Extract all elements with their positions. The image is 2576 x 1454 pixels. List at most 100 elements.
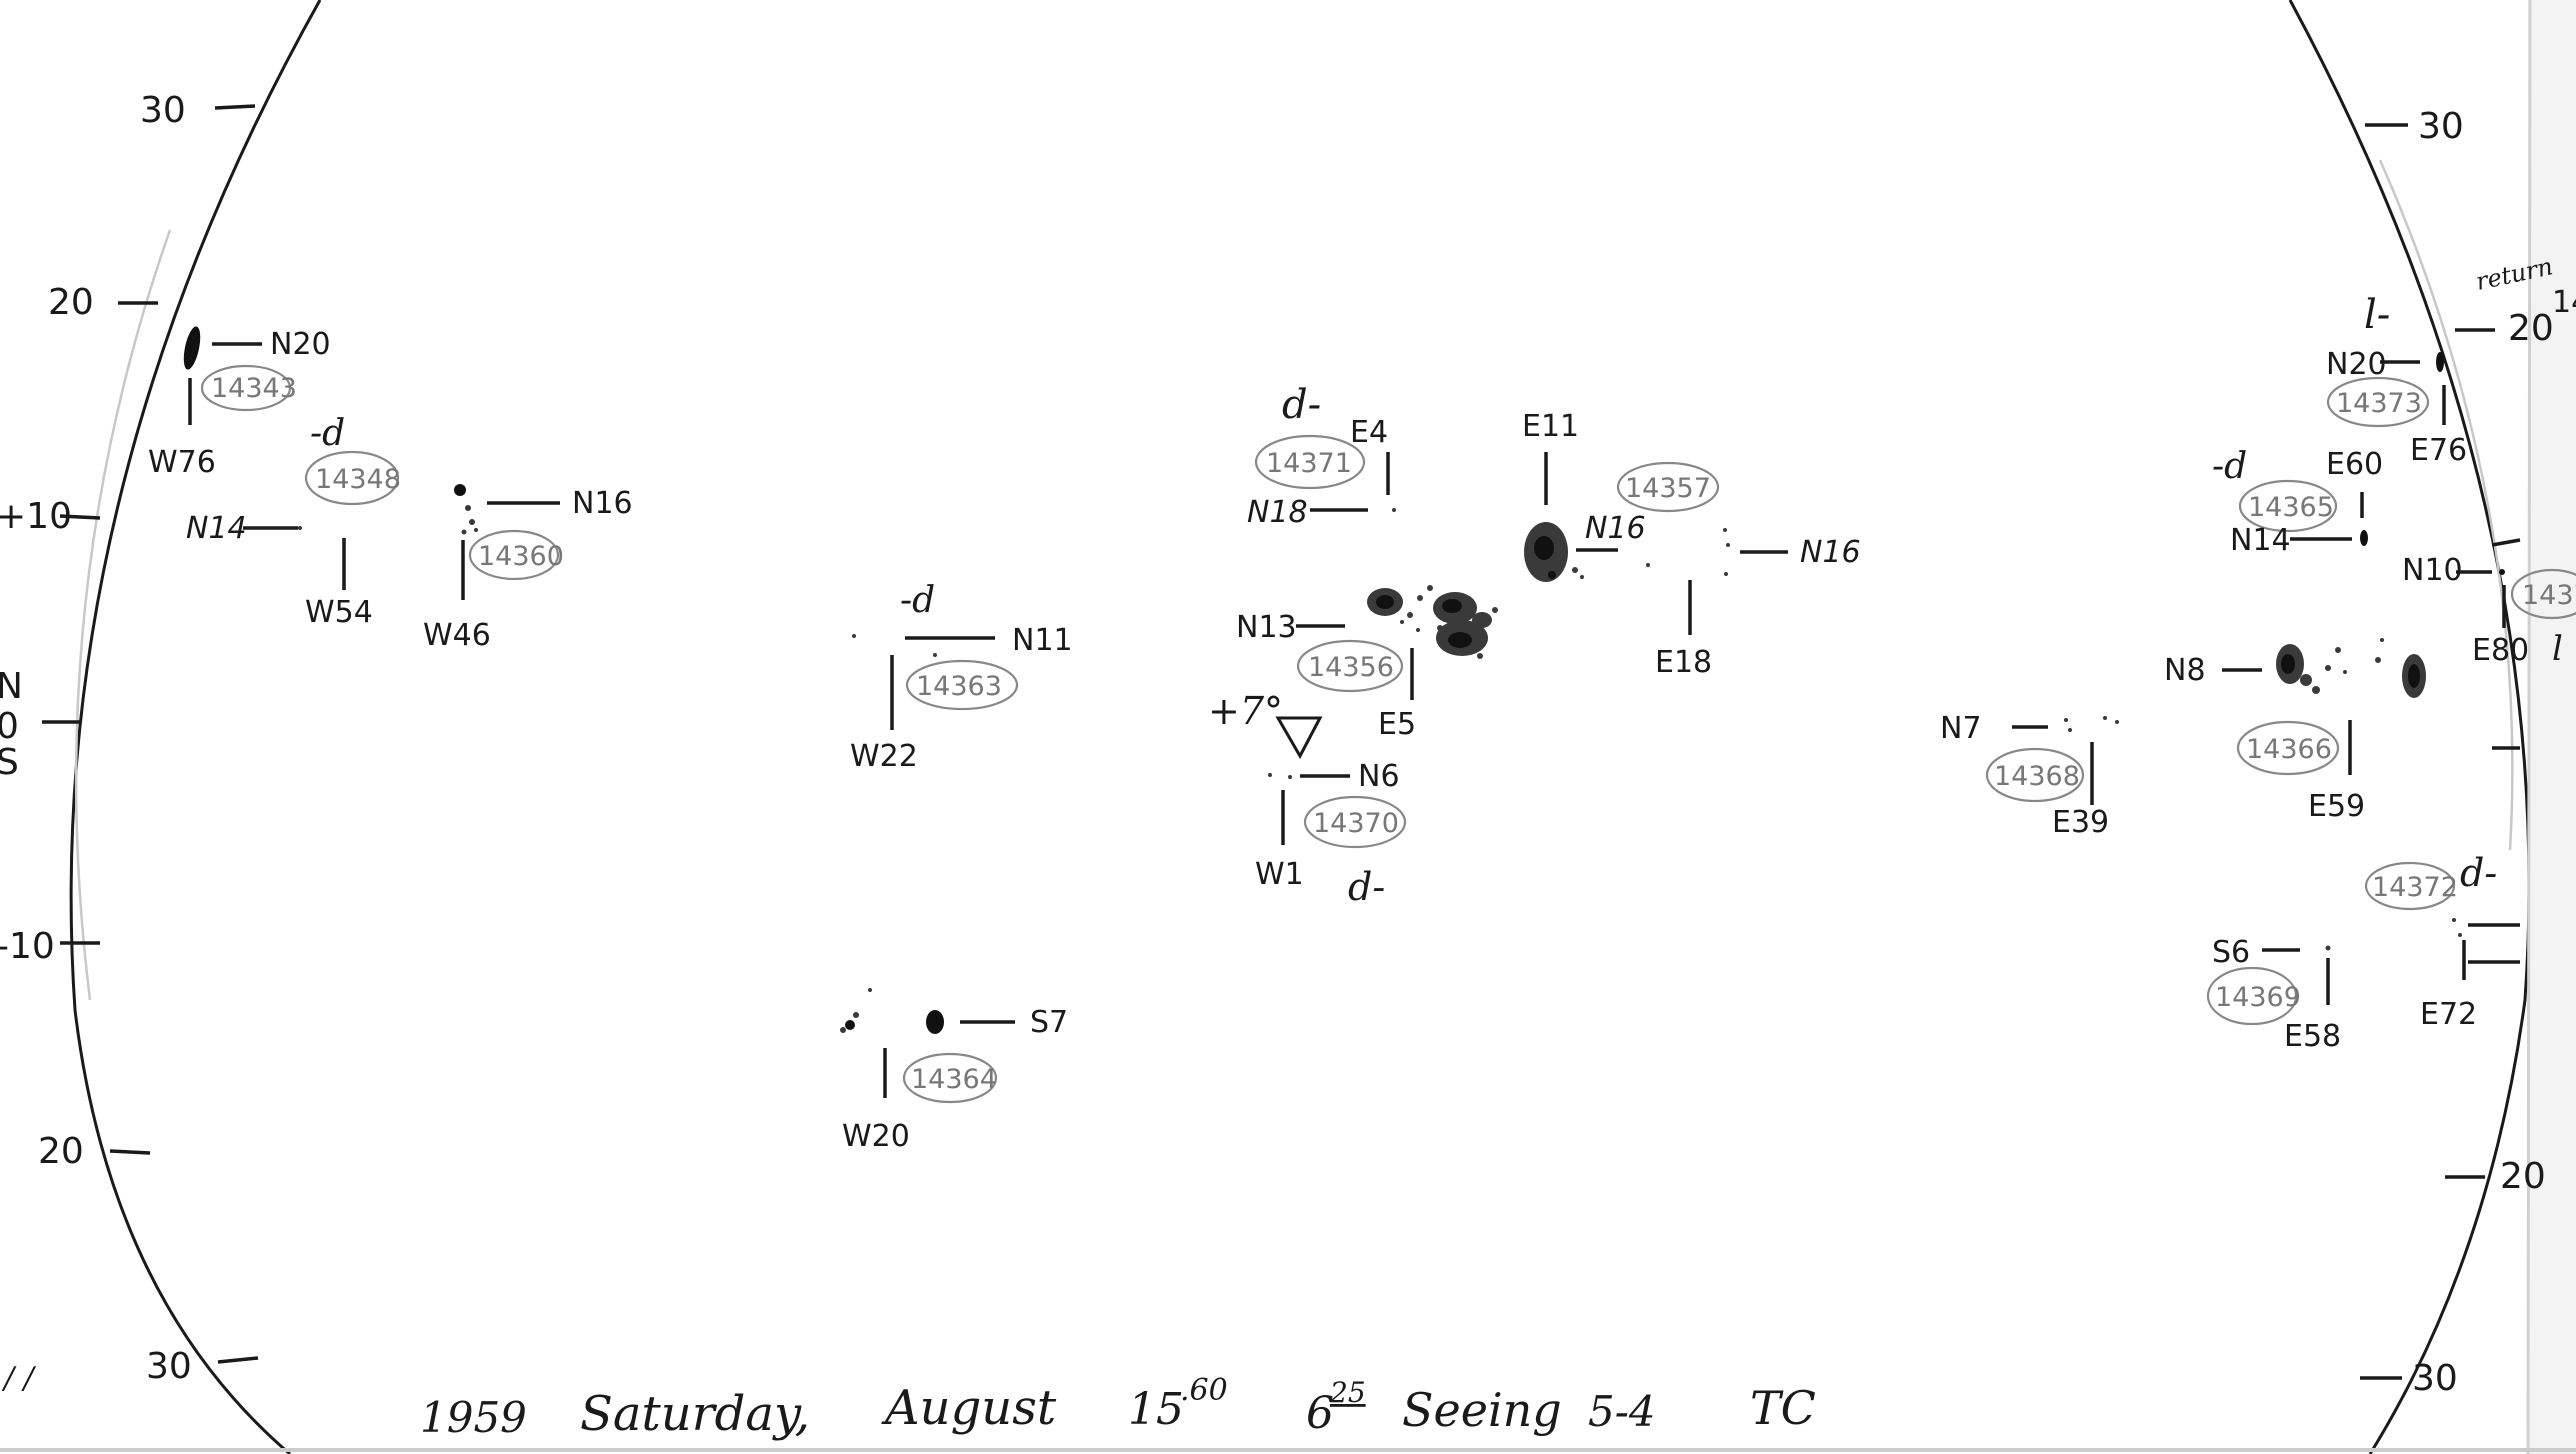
region-14365-class: -d [2212, 446, 2247, 487]
region-14364-lon: W20 [842, 1119, 910, 1154]
right-tick-label-30-south: 30 [2412, 1358, 2458, 1399]
region-14371-lon: E4 [1350, 415, 1388, 450]
margin-tally-marks: / / [1, 1361, 37, 1396]
region-14370-number: 14370 [1313, 808, 1399, 839]
region-14368-lat: N7 [1940, 711, 1982, 746]
footer-month: August [881, 1380, 1057, 1436]
region-1437x-lon: E80 [2472, 633, 2529, 668]
region-14370-lon: W1 [1255, 857, 1304, 892]
footer-time-hour: 6 [1306, 1388, 1334, 1439]
left-latitude-axis: 30 20 +10 N 0 S -10 20 30 [0, 90, 259, 1387]
region-14357: E11 N16 14357 N16 E18 [1522, 409, 1861, 680]
region-14371-class: d- [1282, 382, 1321, 428]
region-14365-lat: N14 [2230, 523, 2291, 558]
region-14368: N7 14368 E39 [1940, 711, 2119, 840]
right-tick-label-20-north: 20 [2508, 308, 2554, 349]
region-14363-class: -d [900, 580, 935, 621]
region-14348-lon: W54 [305, 595, 373, 630]
region-1437x: N10 1437 E80 [2402, 553, 2576, 668]
region-14366: N8 14366 E59 [2164, 638, 2426, 824]
region-14371-lat: N18 [1247, 495, 1308, 530]
region-14365: -d E60 14365 N14 [2212, 446, 2383, 558]
region-1437x-number: 1437 [2522, 580, 2576, 611]
region-14371: d- 14371 E4 N18 [1247, 382, 1396, 530]
region-14357-lon: E11 [1522, 409, 1579, 444]
paper-edge [2526, 0, 2532, 1454]
region-14364-lat: S7 [1030, 1005, 1068, 1040]
region-14356-number: 14356 [1308, 652, 1394, 683]
solar-limb-right-faint [2378, 159, 2514, 851]
solar-limb-left [69, 0, 322, 1454]
left-label-s: S [0, 742, 19, 783]
region-14363-lon: W22 [850, 739, 918, 774]
region-14372-number: 14372 [2372, 872, 2458, 903]
footer-year: 1959 [420, 1393, 527, 1442]
region-14373-class: l- [2364, 292, 2390, 338]
region-14370-angle: +7° [1208, 689, 1283, 733]
region-14369-lon: E58 [2284, 1019, 2341, 1054]
region-14366-lon: E59 [2308, 789, 2365, 824]
margin-note-l: l [2552, 629, 2563, 669]
region-14373-number: 14373 [2336, 388, 2422, 419]
region-14369-lat: S6 [2212, 935, 2250, 970]
region-14369: S6 14369 E58 [2206, 935, 2341, 1054]
footer-day-fraction: .60 [1180, 1373, 1228, 1408]
region-14360-lon: W46 [423, 618, 491, 653]
solar-limb-left-faint [74, 229, 172, 1001]
observation-footer: 1959 Saturday, August 15 .60 6 25 Seeing… [420, 1373, 1816, 1442]
footer-time-minute: 25 [1329, 1376, 1366, 1409]
region-14356-lon: E5 [1378, 707, 1416, 742]
region-14348-lat: N14 [186, 511, 247, 546]
left-label-n: N [0, 666, 23, 707]
solar-limb-right [2288, 0, 2531, 1454]
region-14373-lat: N20 [2326, 347, 2387, 382]
region-14356: N13 14356 E5 [1236, 585, 1498, 742]
region-14370-triangle-marker [1275, 716, 1323, 760]
footer-seeing-label: Seeing [1402, 1383, 1562, 1437]
region-14357-lat: N16 [1585, 511, 1646, 546]
region-14360-number: 14360 [478, 541, 564, 572]
footer-weekday: Saturday, [580, 1386, 810, 1442]
region-14357-lon2: E18 [1655, 645, 1712, 680]
left-label-equator-0: 0 [0, 706, 19, 747]
region-14356-lat: N13 [1236, 610, 1297, 645]
region-14373-lon: E76 [2410, 433, 2467, 468]
region-14343-lat: N20 [270, 327, 331, 362]
region-14365-number: 14365 [2248, 492, 2334, 523]
right-latitude-axis: 30 20 20 30 [2360, 106, 2554, 1399]
region-14372-lon: E72 [2420, 997, 2477, 1032]
region-14365-lon: E60 [2326, 447, 2383, 482]
region-14364: S7 14364 W20 [840, 988, 1068, 1154]
region-14370: +7° N6 14370 W1 d- [1208, 689, 1407, 909]
region-14343-lon: W76 [148, 445, 216, 480]
region-14357-number: 14357 [1625, 473, 1711, 504]
right-tick-label-20-south: 20 [2500, 1156, 2546, 1197]
region-14366-lat: N8 [2164, 653, 2206, 688]
region-14348-number: 14348 [315, 464, 401, 495]
region-14360: N16 14360 W46 [423, 484, 633, 653]
region-14371-number: 14371 [1266, 448, 1352, 479]
region-14364-number: 14364 [911, 1064, 997, 1095]
region-14363-number: 14363 [916, 671, 1002, 702]
region-14368-lon: E39 [2052, 805, 2109, 840]
region-14372-class: d- [2460, 851, 2497, 895]
region-14368-number: 14368 [1994, 761, 2080, 792]
region-14343-number: 14343 [211, 373, 297, 404]
region-14363-lat: N11 [1012, 623, 1073, 658]
region-14372: 14372 d- E72 [2364, 851, 2497, 1032]
region-14343: N20 14343 W76 [148, 326, 331, 480]
region-14370-class: d- [1348, 865, 1385, 909]
region-14357-lat2: N16 [1800, 535, 1861, 570]
region-14348: -d 14348 N14 W54 [186, 413, 401, 630]
region-1437x-lat: N10 [2402, 553, 2463, 588]
footer-seeing-value: 5-4 [1588, 1387, 1656, 1436]
footer-day: 15 [1128, 1384, 1184, 1435]
region-14366-number: 14366 [2246, 734, 2332, 765]
left-tick-label-10-south: -10 [0, 926, 55, 967]
footer-observer: TC [1750, 1381, 1816, 1435]
region-14360-lat: N16 [572, 486, 633, 521]
region-14369-number: 14369 [2215, 982, 2301, 1013]
left-tick-label-30-north: 30 [140, 90, 186, 131]
margin-note-14: 14 [2552, 285, 2576, 320]
